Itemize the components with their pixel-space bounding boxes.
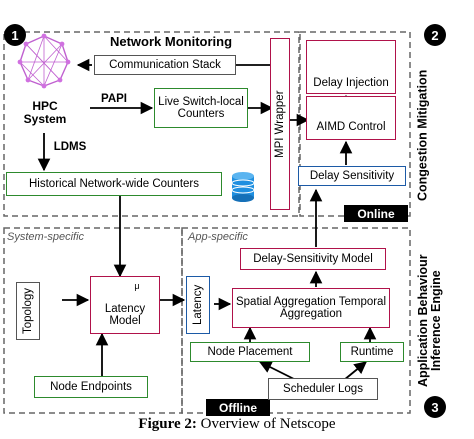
live-counters-box: Live Switch-local Counters	[154, 88, 248, 128]
spatial-temporal-aggregation-box: Spatial Aggregation Temporal Aggregation	[232, 288, 390, 328]
congestion-mitigation-title: Congestion Mitigation	[415, 69, 430, 201]
online-badge: Online	[344, 205, 408, 222]
communication-stack-box: Communication Stack	[94, 55, 236, 75]
network-monitoring-title: Network Monitoring	[109, 34, 233, 50]
delay-sensitivity-box: Delay Sensitivity	[298, 166, 406, 186]
runtime-box: Runtime	[340, 342, 404, 362]
figure-caption-text: Overview of Netscope	[200, 416, 336, 432]
hpc-network-icon	[17, 33, 71, 89]
system-specific-label: System-specific	[7, 231, 85, 244]
app-behaviour-title: Application Behaviour Inference Engine	[415, 254, 443, 388]
section-1-badge: 1	[4, 24, 26, 46]
mu-symbol: μ	[134, 281, 140, 292]
hpc-system-label: HPC System	[23, 99, 67, 126]
delay-sensitivity-model-box: Delay-Sensitivity Model	[240, 248, 386, 270]
node-endpoints-box: Node Endpoints	[34, 376, 148, 398]
network-monitoring-frame	[3, 31, 300, 217]
delay-injection-box: Delay Injection	[306, 40, 396, 94]
topology-box: Topology	[16, 282, 40, 340]
latency-model-box: Latency Model	[90, 276, 160, 334]
offline-badge: Offline	[206, 399, 270, 416]
papi-label: PAPI	[101, 92, 127, 105]
database-icon	[231, 172, 255, 202]
section-3-badge: 3	[424, 396, 446, 418]
ldms-label: LDMS	[53, 140, 87, 153]
scheduler-logs-box: Scheduler Logs	[268, 378, 378, 400]
section-2-badge: 2	[424, 24, 446, 46]
app-specific-label: App-specific	[188, 231, 248, 244]
app-specific-frame	[181, 227, 411, 414]
latency-box: Latency	[186, 276, 210, 334]
figure-caption: Figure 2: Overview of Netscope	[0, 416, 474, 433]
historical-counters-box: Historical Network-wide Counters	[6, 172, 222, 196]
figure-label: Figure 2:	[138, 416, 197, 432]
aimd-control-box: AIMD Control	[306, 96, 396, 140]
mpi-wrapper-box: MPI Wrapper	[270, 38, 290, 210]
node-placement-box: Node Placement	[190, 342, 310, 362]
